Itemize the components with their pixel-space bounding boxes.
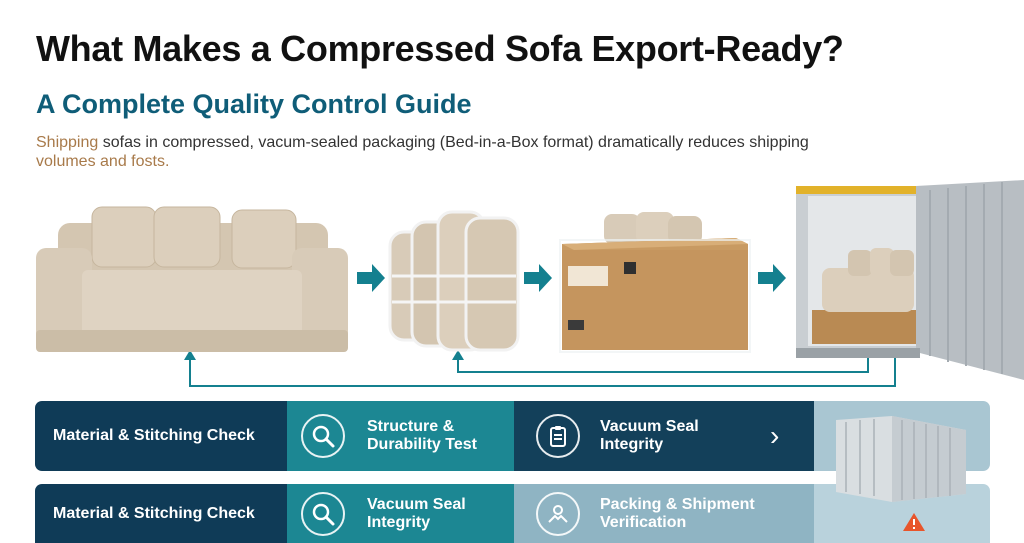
page-subtitle: A Complete Quality Control Guide [36,89,472,119]
flow-arrow-3 [758,264,786,292]
page-title: What Makes a Compressed Sofa Export-Read… [36,28,844,69]
magnifier-icon [301,491,345,536]
flow-arrow-2 [524,264,552,292]
container-thumbnail [836,416,966,502]
qc-step-label: Vacuum Seal Integrity [367,495,466,531]
qc-step-material-stitching[interactable]: Material & Stitching Check [35,401,287,471]
qc-step-label: Structure & Durability Test [367,418,477,453]
qc-step-packing-shipment[interactable]: Packing & Shipment Verification [514,484,814,543]
hands-icon [536,491,580,536]
sofa-image [36,206,348,352]
magnifier-icon [301,414,345,458]
description-line2: volumes and fosts. [36,153,170,170]
flow-arrow-1 [357,264,385,292]
compressed-rolls-image [388,210,520,352]
shipping-container-image [796,180,1024,380]
packed-box-image [559,212,751,353]
chevron-right-icon[interactable]: › [770,420,780,451]
clipboard-icon [536,414,580,458]
qc-step-label: Packing & Shipment Verification [600,495,755,531]
page-description: Shipping sofas in compressed, vacum-seal… [36,133,896,171]
loop-arrowhead-2 [452,350,464,360]
qc-step-label: Material & Stitching Check [53,427,255,444]
description-main: sofas in compressed, vacum-sealed packag… [98,134,809,151]
process-flow-illustration [36,180,1024,387]
qc-step-material-stitching[interactable]: Material & Stitching Check [35,484,287,543]
qc-step-label: Material & Stitching Check [53,504,255,522]
qc-step-vacuum-seal[interactable]: Vacuum Seal Integrity › [514,401,814,471]
qc-step-vacuum-seal[interactable]: Vacuum Seal Integrity [287,484,514,543]
qc-step-structure-durability[interactable]: Structure & Durability Test [287,401,514,471]
warning-icon [903,513,925,531]
description-accent: Shipping [36,134,99,151]
feedback-loop-lines [189,350,896,387]
qc-step-label: Vacuum Seal Integrity [600,418,699,453]
loop-arrowhead-1 [184,350,196,360]
